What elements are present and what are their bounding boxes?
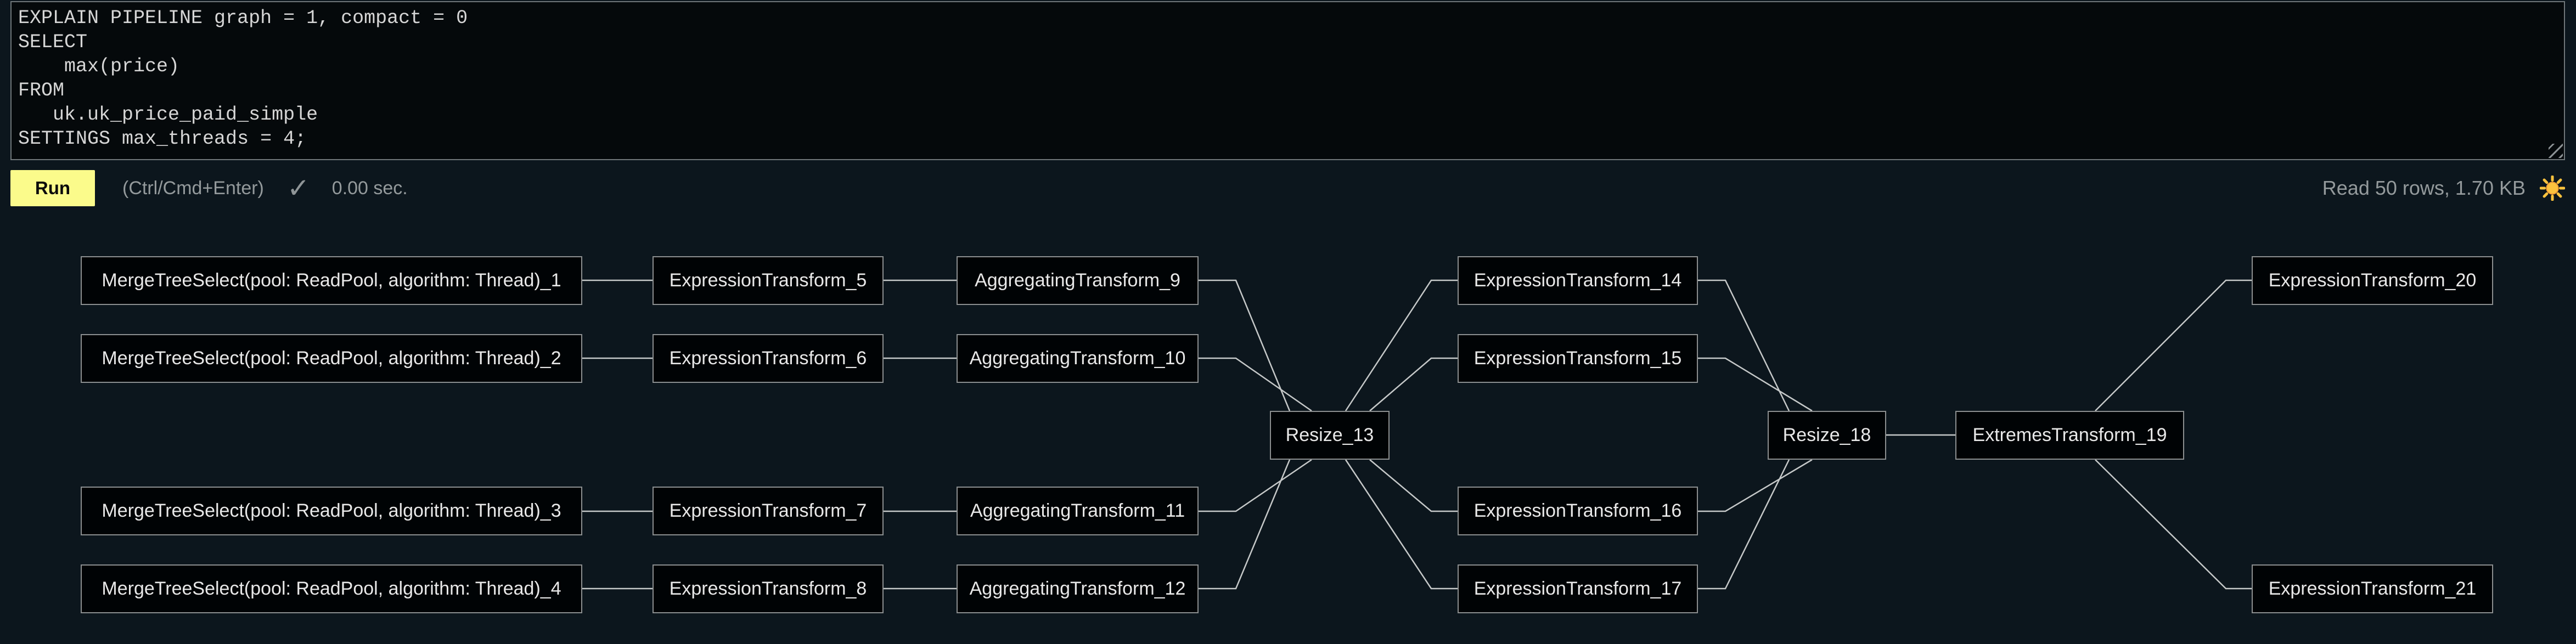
pipeline-node-10: AggregatingTransform_10 xyxy=(957,334,1199,383)
pipeline-node-6: ExpressionTransform_6 xyxy=(653,334,884,383)
graph-edge-12-13 xyxy=(1199,459,1291,590)
pipeline-node-18: Resize_18 xyxy=(1768,411,1886,460)
pipeline-node-12: AggregatingTransform_12 xyxy=(957,564,1199,613)
elapsed-time: 0.00 sec. xyxy=(331,177,408,199)
graph-edge-15-18 xyxy=(1698,357,1813,412)
pipeline-node-1: MergeTreeSelect(pool: ReadPool, algorith… xyxy=(81,256,582,305)
pipeline-node-8: ExpressionTransform_8 xyxy=(653,564,884,613)
pipeline-node-17: ExpressionTransform_17 xyxy=(1458,564,1698,613)
pipeline-node-15: ExpressionTransform_15 xyxy=(1458,334,1698,383)
pipeline-node-3: MergeTreeSelect(pool: ReadPool, algorith… xyxy=(81,487,582,535)
shortcut-hint: (Ctrl/Cmd+Enter) xyxy=(122,177,264,199)
sql-editor[interactable]: EXPLAIN PIPELINE graph = 1, compact = 0 … xyxy=(10,1,2565,160)
toolbar: Run (Ctrl/Cmd+Enter) ✓ 0.00 sec. Read 50… xyxy=(10,168,2566,208)
pipeline-node-4: MergeTreeSelect(pool: ReadPool, algorith… xyxy=(81,564,582,613)
pipeline-node-2: MergeTreeSelect(pool: ReadPool, algorith… xyxy=(81,334,582,383)
pipeline-node-13: Resize_13 xyxy=(1270,411,1390,460)
graph-edge-13-15 xyxy=(1369,357,1458,411)
read-stats: Read 50 rows, 1.70 KB xyxy=(2322,177,2526,199)
theme-toggle-sun-icon[interactable] xyxy=(2539,175,2566,201)
graph-edge-19-20 xyxy=(2095,279,2252,411)
graph-edge-13-14 xyxy=(1345,279,1458,411)
graph-edge-9-13 xyxy=(1199,279,1291,411)
pipeline-node-20: ExpressionTransform_20 xyxy=(2252,256,2493,305)
graph-edge-19-21 xyxy=(2095,459,2252,590)
success-check-icon: ✓ xyxy=(286,172,310,204)
graph-edge-14-18 xyxy=(1698,279,1790,411)
graph-edge-17-18 xyxy=(1698,459,1790,590)
pipeline-node-21: ExpressionTransform_21 xyxy=(2252,564,2493,613)
pipeline-node-14: ExpressionTransform_14 xyxy=(1458,256,1698,305)
graph-edge-10-13 xyxy=(1199,357,1312,412)
graph-edge-16-18 xyxy=(1698,459,1813,512)
graph-edge-11-13 xyxy=(1199,459,1312,512)
pipeline-node-19: ExtremesTransform_19 xyxy=(1955,411,2184,460)
pipeline-node-9: AggregatingTransform_9 xyxy=(957,256,1199,305)
pipeline-node-7: ExpressionTransform_7 xyxy=(653,487,884,535)
run-button[interactable]: Run xyxy=(10,170,95,206)
pipeline-node-16: ExpressionTransform_16 xyxy=(1458,487,1698,535)
textarea-resize-handle[interactable] xyxy=(2549,144,2563,158)
graph-edge-13-17 xyxy=(1345,459,1458,590)
graph-edge-13-16 xyxy=(1369,459,1458,512)
sql-editor-container: EXPLAIN PIPELINE graph = 1, compact = 0 … xyxy=(10,1,2565,160)
pipeline-node-5: ExpressionTransform_5 xyxy=(653,256,884,305)
pipeline-node-11: AggregatingTransform_11 xyxy=(957,487,1199,535)
